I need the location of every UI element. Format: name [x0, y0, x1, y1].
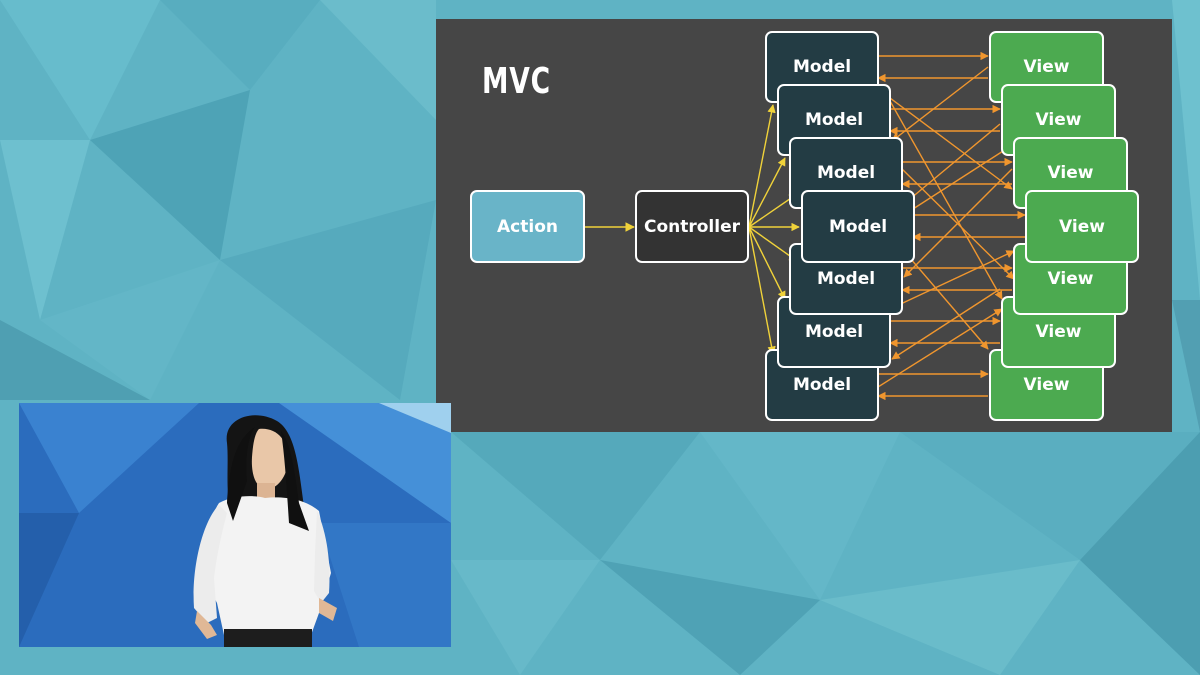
- speaker-icon: [19, 403, 451, 647]
- slide-title: MVC: [482, 61, 551, 102]
- model-view-arrows: [877, 51, 1026, 401]
- view-box: View: [1025, 190, 1139, 263]
- speaker-video: [19, 403, 451, 647]
- controller-to-model-arrows: [748, 104, 800, 355]
- mvc-slide: MVC Action Controller Model Model Model …: [436, 19, 1172, 432]
- model-box: Model: [801, 190, 915, 263]
- controller-box: Controller: [635, 190, 749, 263]
- action-box: Action: [470, 190, 585, 263]
- arrows-layer: [585, 51, 1026, 401]
